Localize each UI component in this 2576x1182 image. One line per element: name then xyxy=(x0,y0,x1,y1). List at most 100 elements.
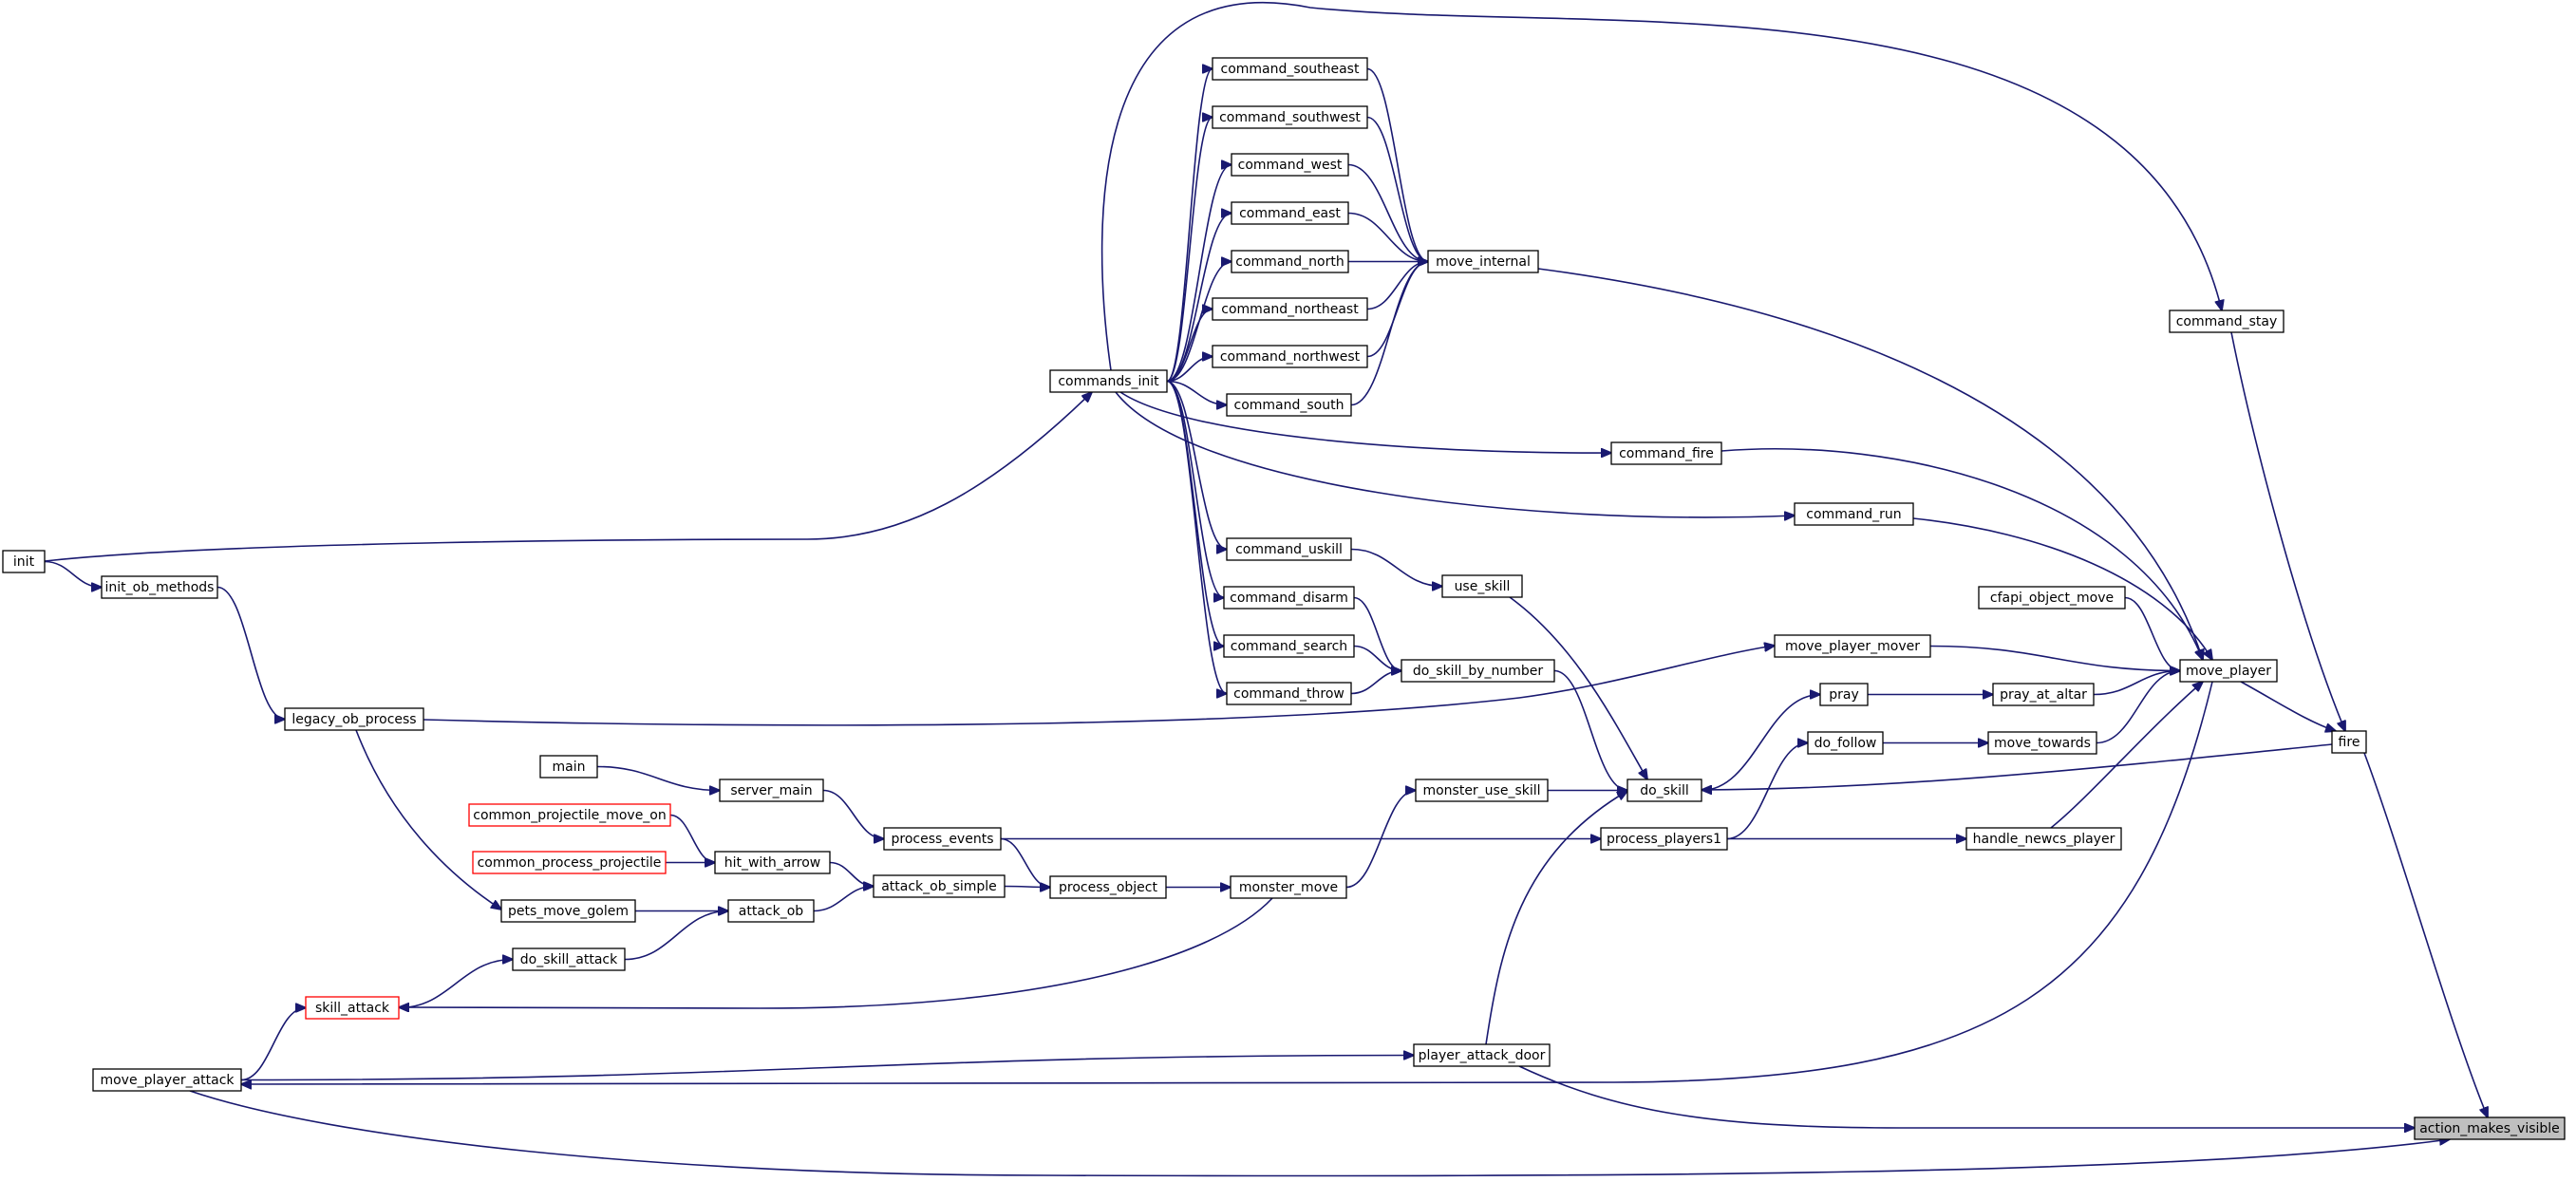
node-command_west[interactable]: command_west xyxy=(1231,153,1349,177)
node-command_fire[interactable]: command_fire xyxy=(1610,441,1722,465)
node-box-do_skill_attack xyxy=(512,947,626,971)
node-init[interactable]: init xyxy=(2,550,46,573)
node-common_process_projectile[interactable]: common_process_projectile xyxy=(472,851,667,874)
node-command_east[interactable]: command_east xyxy=(1231,201,1349,225)
node-hit_with_arrow[interactable]: hit_with_arrow xyxy=(714,851,831,874)
node-legacy_ob_process[interactable]: legacy_ob_process xyxy=(284,707,424,731)
node-box-command_uskill xyxy=(1226,537,1352,561)
node-action_makes_visible[interactable]: action_makes_visible xyxy=(2414,1116,2566,1140)
node-label-command_north: command_north xyxy=(1235,254,1344,270)
node-main[interactable]: main xyxy=(539,755,598,779)
node-box-attack_ob xyxy=(727,899,815,923)
node-label-hit_with_arrow: hit_with_arrow xyxy=(724,855,821,871)
edge-cfapi_object_move-to-move_player xyxy=(2124,596,2180,671)
node-box-command_throw xyxy=(1226,682,1352,705)
node-box-common_projectile_move_on xyxy=(468,803,671,827)
node-handle_newcs_player[interactable]: handle_newcs_player xyxy=(1965,827,2122,851)
node-label-init_ob_methods: init_ob_methods xyxy=(105,580,215,595)
node-label-command_fire: command_fire xyxy=(1619,446,1714,461)
node-box-server_main xyxy=(719,779,824,802)
node-command_southeast[interactable]: command_southeast xyxy=(1212,57,1368,81)
node-process_events[interactable]: process_events xyxy=(883,827,1002,851)
node-pray[interactable]: pray xyxy=(1819,683,1869,706)
edge-fire-to-action_makes_visible xyxy=(2363,752,2488,1117)
node-attack_ob[interactable]: attack_ob xyxy=(727,899,815,923)
nodes-layer: action_makes_visiblefirecommand_staymove… xyxy=(2,57,2566,1140)
edge-commands_init-to-command_south xyxy=(1166,380,1227,405)
node-do_skill[interactable]: do_skill xyxy=(1626,779,1702,802)
node-monster_move[interactable]: monster_move xyxy=(1230,875,1347,899)
node-label-fire: fire xyxy=(2339,735,2360,750)
node-process_players1[interactable]: process_players1 xyxy=(1600,827,1728,851)
node-pray_at_altar[interactable]: pray_at_altar xyxy=(1992,683,2095,706)
edge-monster_move-to-skill_attack xyxy=(399,897,1273,1008)
node-label-monster_move: monster_move xyxy=(1239,880,1338,895)
edge-legacy_ob_process-to-pets_move_golem xyxy=(355,729,501,910)
node-label-move_towards: move_towards xyxy=(1994,736,2091,751)
node-move_player[interactable]: move_player xyxy=(2179,659,2278,683)
edge-move_player_attack-to-action_makes_visible xyxy=(189,1090,2450,1177)
node-move_internal[interactable]: move_internal xyxy=(1427,250,1539,273)
node-box-attack_ob_simple xyxy=(873,874,1006,898)
node-use_skill[interactable]: use_skill xyxy=(1441,574,1523,598)
edge-pray_at_altar-to-move_player xyxy=(2093,671,2180,696)
node-command_stay[interactable]: command_stay xyxy=(2169,310,2285,333)
node-do_skill_by_number[interactable]: do_skill_by_number xyxy=(1401,659,1555,683)
node-command_disarm[interactable]: command_disarm xyxy=(1223,586,1355,610)
node-move_towards[interactable]: move_towards xyxy=(1987,731,2097,755)
edge-init_ob_methods-to-legacy_ob_process xyxy=(216,586,285,720)
node-move_player_attack[interactable]: move_player_attack xyxy=(92,1068,242,1092)
node-common_projectile_move_on[interactable]: common_projectile_move_on xyxy=(468,803,671,827)
node-command_throw[interactable]: command_throw xyxy=(1226,682,1352,705)
edge-command_northeast-to-move_internal xyxy=(1366,262,1428,310)
edge-command_southwest-to-move_internal xyxy=(1366,116,1428,262)
node-box-legacy_ob_process xyxy=(284,707,424,731)
node-label-command_northeast: command_northeast xyxy=(1221,302,1359,317)
node-do_skill_attack[interactable]: do_skill_attack xyxy=(512,947,626,971)
node-label-cfapi_object_move: cfapi_object_move xyxy=(1990,591,2114,606)
node-box-use_skill xyxy=(1441,574,1523,598)
node-move_player_mover[interactable]: move_player_mover xyxy=(1774,634,1931,658)
node-command_northwest[interactable]: command_northwest xyxy=(1212,345,1368,368)
node-command_north[interactable]: command_north xyxy=(1231,250,1349,273)
node-box-pray xyxy=(1819,683,1869,706)
node-command_south[interactable]: command_south xyxy=(1226,393,1352,417)
edge-server_main-to-process_events xyxy=(822,789,884,839)
node-server_main[interactable]: server_main xyxy=(719,779,824,802)
node-command_uskill[interactable]: command_uskill xyxy=(1226,537,1352,561)
node-box-init xyxy=(2,550,46,573)
node-cfapi_object_move[interactable]: cfapi_object_move xyxy=(1978,586,2126,610)
node-process_object[interactable]: process_object xyxy=(1049,875,1167,899)
node-box-command_northwest xyxy=(1212,345,1368,368)
edge-move_player_mover-to-move_player xyxy=(1929,645,2180,671)
node-box-process_events xyxy=(883,827,1002,851)
node-box-do_skill xyxy=(1626,779,1702,802)
node-box-command_east xyxy=(1231,201,1349,225)
node-pets_move_golem[interactable]: pets_move_golem xyxy=(500,899,636,923)
node-command_search[interactable]: command_search xyxy=(1223,634,1355,658)
node-label-command_uskill: command_uskill xyxy=(1235,542,1343,557)
node-attack_ob_simple[interactable]: attack_ob_simple xyxy=(873,874,1006,898)
node-init_ob_methods[interactable]: init_ob_methods xyxy=(101,575,218,599)
node-command_run[interactable]: command_run xyxy=(1794,502,1914,526)
node-fire[interactable]: fire xyxy=(2331,730,2367,754)
node-skill_attack[interactable]: skill_attack xyxy=(305,996,400,1020)
node-label-skill_attack: skill_attack xyxy=(315,1001,390,1016)
node-box-fire xyxy=(2331,730,2367,754)
node-command_southwest[interactable]: command_southwest xyxy=(1212,105,1368,129)
edge-command_throw-to-do_skill_by_number xyxy=(1350,671,1401,695)
node-commands_init[interactable]: commands_init xyxy=(1049,369,1168,393)
edge-command_disarm-to-do_skill_by_number xyxy=(1353,596,1401,671)
node-box-move_player_mover xyxy=(1774,634,1931,658)
node-box-command_west xyxy=(1231,153,1349,177)
edge-fire-to-do_skill xyxy=(1702,743,2333,790)
node-label-server_main: server_main xyxy=(730,783,812,798)
edge-commands_init-to-command_fire xyxy=(1119,391,1611,453)
node-player_attack_door[interactable]: player_attack_door xyxy=(1413,1043,1551,1067)
node-label-init: init xyxy=(13,554,35,570)
node-do_follow[interactable]: do_follow xyxy=(1807,731,1884,755)
node-box-player_attack_door xyxy=(1413,1043,1551,1067)
node-monster_use_skill[interactable]: monster_use_skill xyxy=(1415,779,1549,802)
edge-commands_init-to-command_west xyxy=(1166,165,1232,383)
node-command_northeast[interactable]: command_northeast xyxy=(1212,297,1368,321)
